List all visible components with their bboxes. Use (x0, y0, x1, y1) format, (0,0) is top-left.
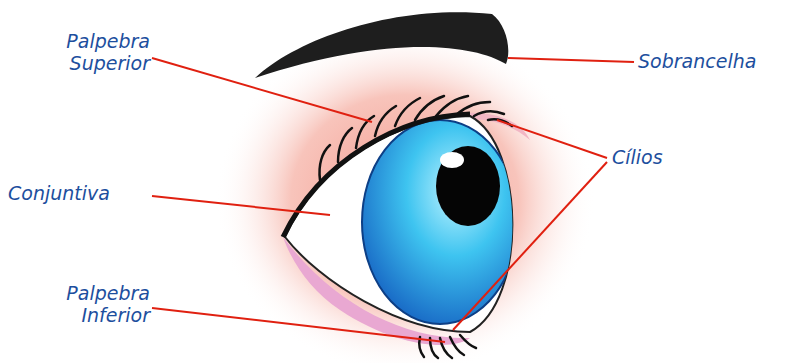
eyelashes (319, 96, 512, 358)
highlight (440, 152, 464, 168)
part-label: Palpebra Inferior (20, 282, 150, 326)
eyebrow (255, 12, 508, 78)
part-label: Cílios (612, 146, 732, 168)
part-label: Palpebra Superior (20, 30, 150, 74)
pupil (436, 146, 500, 226)
leader-lines (152, 58, 634, 342)
iris (362, 120, 518, 324)
part-label: Sobrancelha (638, 50, 798, 72)
part-label: Conjuntiva (8, 182, 158, 204)
skin-glow (215, 25, 595, 363)
